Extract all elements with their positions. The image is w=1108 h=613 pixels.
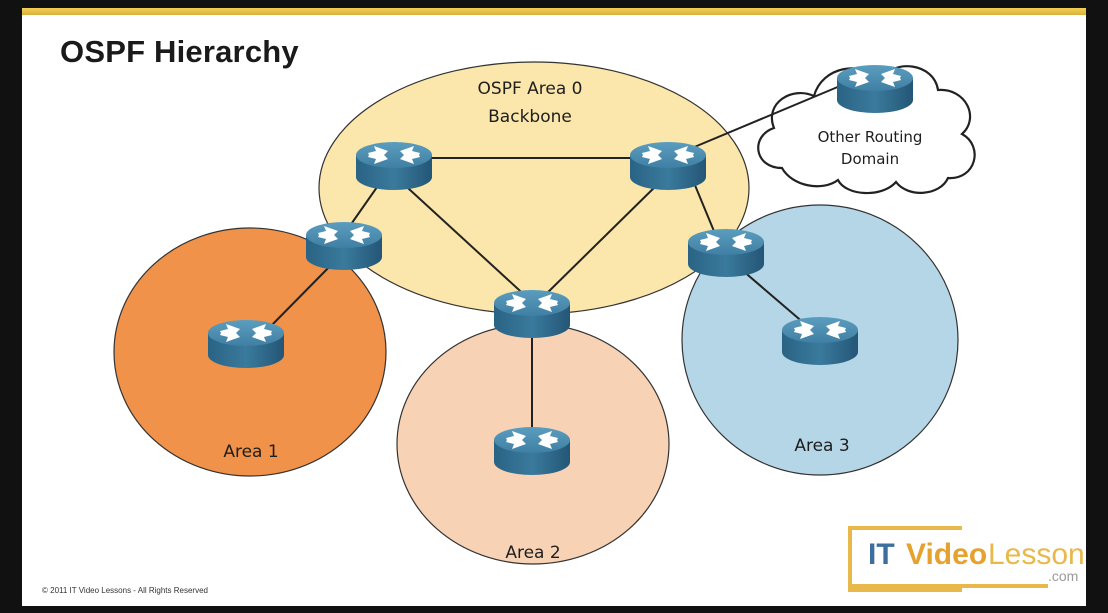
top-accent-bar [22, 8, 1086, 15]
area1-router-icon [208, 320, 284, 368]
abr-area3-router-icon [688, 229, 764, 277]
area1-label: Area 1 [223, 442, 278, 462]
copyright-footer: © 2011 IT Video Lessons - All Rights Res… [42, 586, 208, 595]
abr-area1-router-icon [306, 222, 382, 270]
abr-area2-router-icon [494, 290, 570, 338]
links [266, 85, 841, 438]
area2-router-icon [494, 427, 570, 475]
itvideolessons-logo: IT Video Lessons .com [844, 516, 1086, 596]
logo-com-text: .com [1048, 568, 1079, 584]
backbone-router-right-icon [630, 142, 706, 190]
area3-router-icon [782, 317, 858, 365]
page-title: OSPF Hierarchy [60, 34, 299, 69]
slide: OSPF Area 0 Backbone Area 1 Area 2 Area … [22, 8, 1086, 606]
ospf-diagram: OSPF Area 0 Backbone Area 1 Area 2 Area … [113, 61, 976, 565]
backbone-router-left-icon [356, 142, 432, 190]
backbone-label-line2: Backbone [488, 107, 572, 127]
external-router-icon [837, 65, 913, 113]
logo-it-text: IT [868, 538, 895, 571]
logo-lessons-text: Lessons [988, 538, 1086, 571]
area2-label: Area 2 [505, 543, 560, 563]
logo-frame [848, 526, 962, 592]
area3-label: Area 3 [794, 436, 849, 456]
backbone-label-line1: OSPF Area 0 [478, 79, 583, 99]
external-label-line2: Domain [841, 150, 899, 168]
logo-video-text: Video [906, 538, 988, 571]
external-label-line1: Other Routing [818, 128, 923, 146]
logo-frame-base [848, 526, 1048, 588]
